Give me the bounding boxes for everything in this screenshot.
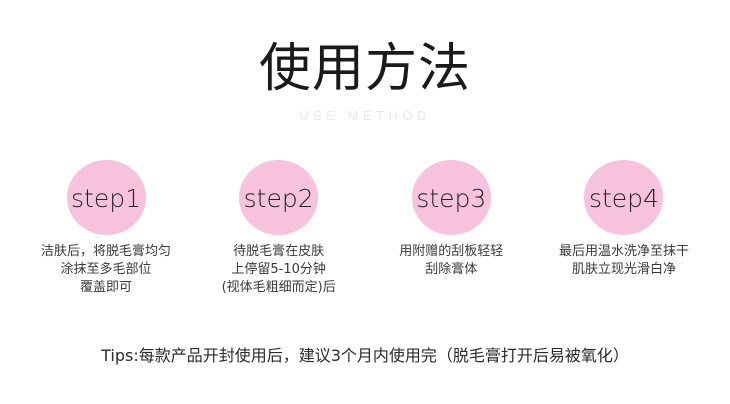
steps-row: step1 洁肤后，将脱毛膏均匀 涂抹至多毛部位 覆盖即可 step2 待脱毛膏… <box>0 160 730 297</box>
step-badge-label-1: step1 <box>71 184 141 213</box>
step-badge-label-3: step3 <box>416 184 487 213</box>
step-description-4: 最后用温水洗净至抹干 肌肤立现光滑白净 <box>558 244 689 277</box>
page-subtitle: USE METHOD <box>299 108 431 123</box>
header: 使用方法 USE METHOD <box>0 38 730 124</box>
step-item-2: step2 待脱毛膏在皮肤 上停留5-10分钟 (视体毛粗细而定)后 <box>195 160 363 297</box>
step-description-2: 待脱毛膏在皮肤 上停留5-10分钟 (视体毛粗细而定)后 <box>221 244 336 295</box>
step-item-1: step1 洁肤后，将脱毛膏均匀 涂抹至多毛部位 覆盖即可 <box>22 160 190 297</box>
step-description-3: 用附赠的刮板轻轻 刮除膏体 <box>399 244 504 277</box>
step-badge-label-2: step2 <box>243 184 314 213</box>
step-badge-circle-4: step4 <box>584 160 664 235</box>
step-description-1: 洁肤后，将脱毛膏均匀 涂抹至多毛部位 覆盖即可 <box>40 244 171 295</box>
page-title: 使用方法 <box>258 39 471 99</box>
step-item-3: step3 用附赠的刮板轻轻 刮除膏体 <box>367 160 535 297</box>
tips-note: Tips:每款产品开封使用后，建议3个月内使用完（脱毛膏打开后易被氧化） <box>101 346 629 365</box>
step-badge-label-4: step4 <box>588 184 659 213</box>
step-badge-circle-1: step1 <box>66 160 146 235</box>
step-badge-circle-2: step2 <box>239 160 319 235</box>
step-item-4: step4 最后用温水洗净至抹干 肌肤立现光滑白净 <box>540 160 708 297</box>
step-badge-circle-3: step3 <box>411 160 491 235</box>
